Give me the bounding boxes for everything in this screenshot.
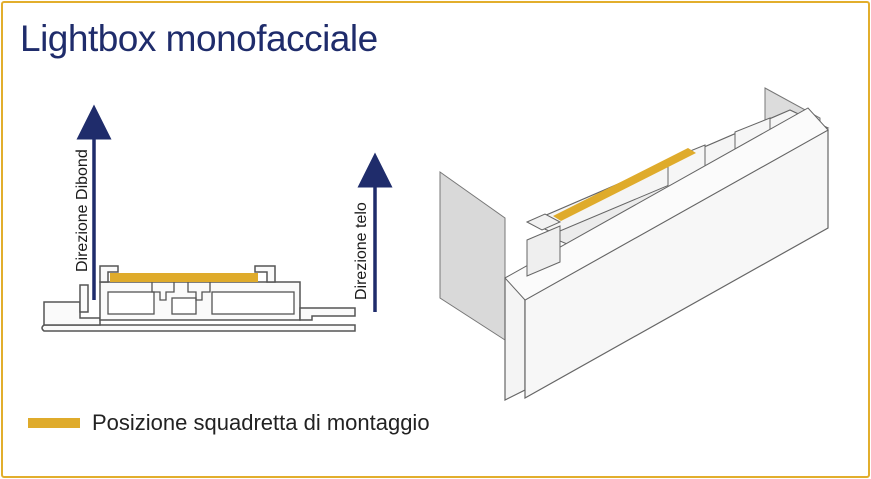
fabric-direction-label: Direzione telo (353, 202, 370, 300)
dibond-direction-label: Direzione Dibond (74, 149, 91, 272)
legend: Posizione squadretta di montaggio (28, 410, 430, 436)
mounting-bracket-3d (553, 148, 696, 221)
legend-bracket-label: Posizione squadretta di montaggio (92, 410, 430, 435)
mounting-bracket-2d (110, 273, 258, 282)
profile-cross-section (41, 265, 356, 332)
legend-bracket-swatch (28, 418, 80, 428)
profile-3d-view (439, 87, 830, 401)
figure-title: Lightbox monofacciale (20, 18, 378, 59)
